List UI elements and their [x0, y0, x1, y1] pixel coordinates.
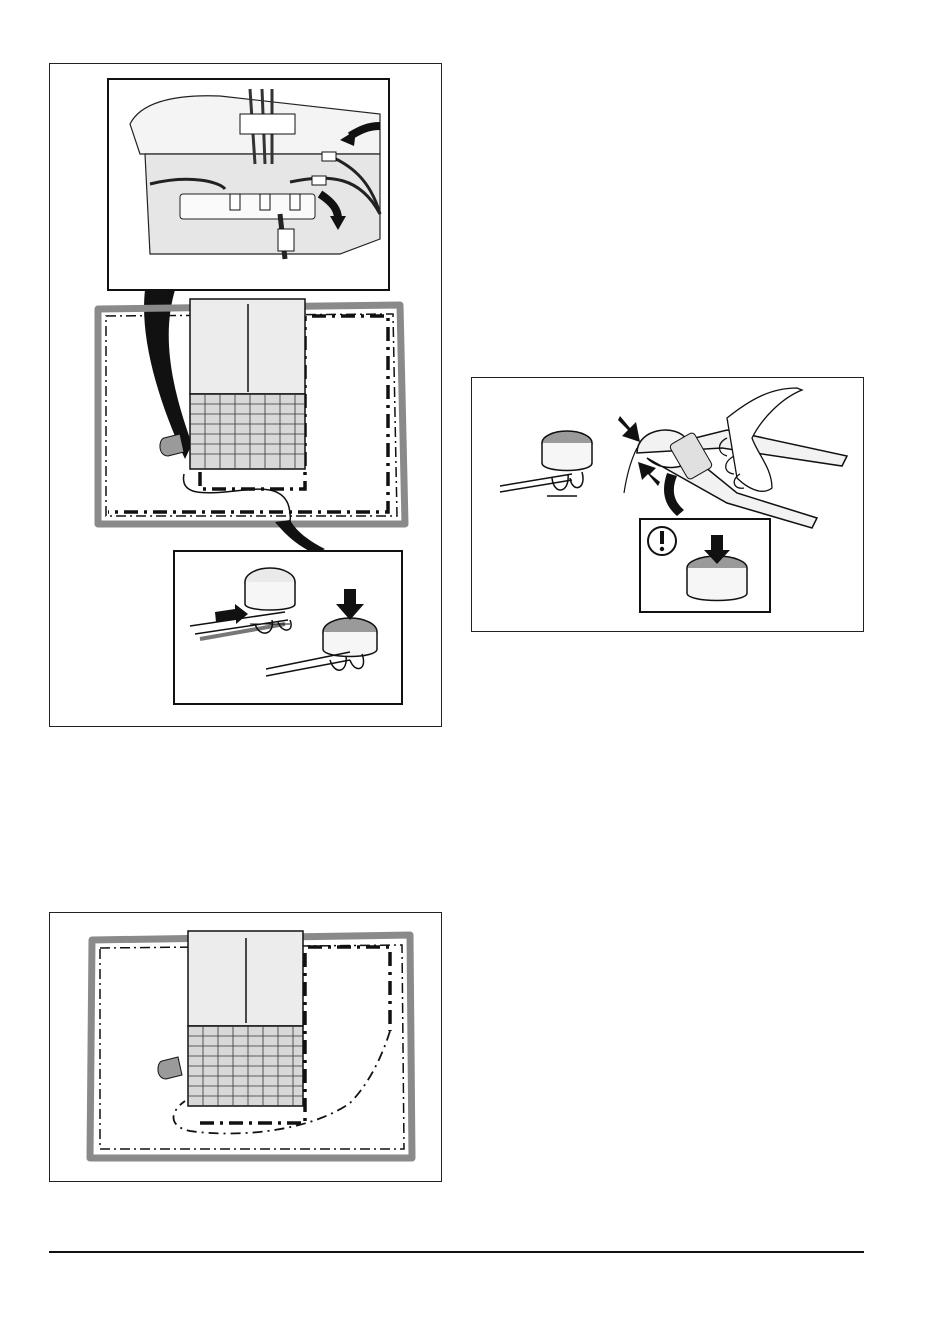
charging-station — [190, 299, 305, 469]
charging-station — [188, 931, 303, 1106]
figure-3-drawing — [50, 913, 443, 1183]
footer-rule — [49, 1251, 864, 1253]
power-plug-icon — [158, 1057, 182, 1079]
coupler-inset — [174, 551, 402, 704]
power-plug-icon — [160, 434, 184, 456]
coupler-with-wires — [500, 431, 592, 496]
warning-inset — [640, 519, 770, 612]
callout-swoosh — [664, 473, 684, 516]
figure-guide-wire-layout — [49, 912, 442, 1182]
figure-coupler-pliers — [471, 377, 864, 632]
figure-2-drawing — [472, 378, 865, 633]
press-arrow-icon — [618, 416, 640, 442]
press-arrow-icon — [638, 462, 660, 486]
figure-charging-station-connection — [49, 63, 442, 727]
connector-board-inset — [108, 79, 389, 290]
pliers-and-hand — [618, 388, 847, 528]
figure-1-drawing — [50, 64, 443, 728]
